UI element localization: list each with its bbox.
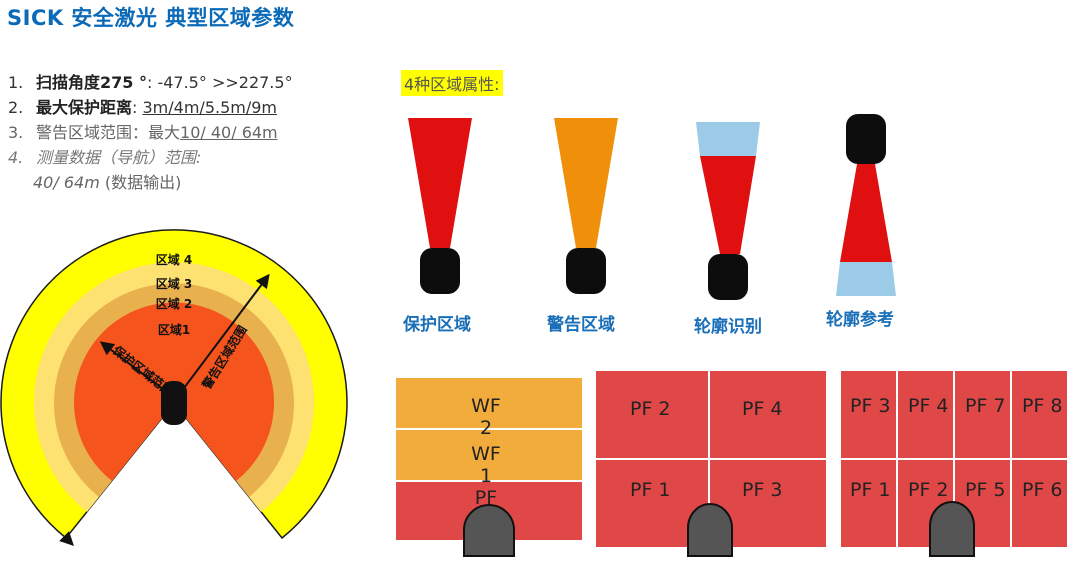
field-label-pf5: PF 5: [965, 479, 1006, 501]
field-label-pf2: PF 2: [630, 398, 671, 420]
scanner-field-fan: 区域 4 区域 3 区域 2 区域1 保护区域范围 警告区域范围: [0, 229, 348, 546]
field-label-pf4: PF 4: [908, 395, 949, 417]
field-wf2: [396, 378, 582, 428]
zone-type-contour-label: 轮廓识别: [694, 317, 762, 337]
spec-number: 4.: [8, 148, 24, 167]
field-label-pf1: PF 1: [630, 479, 671, 501]
field-pf8: [1012, 371, 1067, 458]
spec-measure-range: 4. 测量数据（导航）范围:: [8, 145, 293, 170]
reference-beam-bottom: [836, 262, 896, 296]
field-pf1: [841, 460, 896, 547]
vehicle-icon: [463, 504, 515, 557]
field-pf6: [1012, 460, 1067, 547]
spec-scan-angle: 1. 扫描角度275 °: -47.5° >>227.5°: [8, 70, 293, 95]
spec-value: 40/ 64m: [33, 173, 100, 192]
arrow-protect-range: [99, 341, 169, 394]
field-group-2: PF 2 PF 4 PF 1 PF 3: [596, 371, 826, 557]
field-pf4: [710, 371, 826, 458]
arrow-zone4-arc: [59, 531, 74, 546]
contour-beam: [700, 156, 756, 254]
field-pf4: [898, 371, 953, 458]
fan-label-zone2: 区域 2: [156, 296, 193, 311]
field-label-pf8: PF 8: [1022, 395, 1063, 417]
spec-label: 警告区域范围：最大: [36, 123, 181, 142]
spec-number: 1.: [8, 73, 24, 92]
field-label-pf: PF: [475, 487, 497, 509]
field-label-pf7: PF 7: [965, 395, 1006, 417]
zone-type-contour: [696, 122, 760, 300]
field-label-pf3: PF 3: [742, 479, 783, 501]
scanner-icon: [708, 254, 748, 300]
field-label-wf1: 1: [480, 465, 492, 487]
spec-max-protect-distance: 2. 最大保护距离: 3m/4m/5.5m/9m: [8, 95, 293, 120]
zone-type-warn-label: 警告区域: [547, 315, 615, 335]
vehicle-icon: [687, 503, 733, 557]
spec-label: 扫描角度275 °: [36, 73, 147, 92]
protect-beam: [408, 118, 472, 248]
vehicle-icon: [929, 501, 975, 557]
fan-label-zone1: 区域1: [158, 322, 190, 337]
spec-number: 3.: [8, 123, 24, 142]
spec-label: 测量数据（导航）范围:: [36, 148, 202, 167]
spec-warn-range: 3. 警告区域范围：最大10/ 40/ 64m: [8, 120, 293, 145]
field-label-pf3: PF 3: [850, 395, 891, 417]
page-title: SICK 安全激光 典型区域参数: [7, 6, 295, 30]
field-pf2: [596, 371, 708, 458]
field-label-wf2: WF: [471, 395, 501, 417]
spec-measure-range-value: 40/ 64m (数据输出): [8, 170, 293, 195]
zone-type-protect: [408, 118, 472, 294]
spec-value: 10/ 40/ 64m: [180, 123, 278, 142]
spec-value: : -47.5° >>227.5°: [146, 73, 293, 92]
warn-beam: [554, 118, 618, 248]
fan-label-zone4: 区域 4: [156, 252, 193, 267]
field-wf1: [396, 430, 582, 480]
spec-value: 3m/4m/5.5m/9m: [142, 98, 278, 117]
scanner-icon: [566, 248, 606, 294]
zone-type-protect-label: 保护区域: [403, 315, 471, 335]
zone-type-reference-label: 轮廓参考: [826, 310, 894, 330]
scanner-icon: [420, 248, 460, 294]
scanner-icon: [161, 381, 187, 425]
reference-beam: [840, 164, 892, 262]
spec-separator: :: [132, 98, 138, 117]
arrow-warn-range: [177, 273, 270, 397]
field-label-wf1: WF: [471, 443, 501, 465]
zone-attributes-heading: 4种区域属性:: [401, 70, 503, 96]
scanner-icon: [846, 114, 886, 164]
field-pf7: [955, 371, 1010, 458]
field-group-3: PF 3 PF 4 PF 7 PF 8 PF 1 PF 2 PF 5 PF 6: [841, 371, 1067, 557]
spec-number: 2.: [8, 98, 24, 117]
field-label-pf6: PF 6: [1022, 479, 1063, 501]
field-label-pf4: PF 4: [742, 398, 783, 420]
field-pf3: [841, 371, 896, 458]
spec-list: 1. 扫描角度275 °: -47.5° >>227.5° 2. 最大保护距离: 3…: [8, 70, 293, 195]
zone-type-warn: [554, 118, 618, 294]
fan-label-zone3: 区域 3: [156, 276, 193, 291]
field-label-pf1: PF 1: [850, 479, 891, 501]
field-label-pf2: PF 2: [908, 479, 949, 501]
contour-beam-top: [696, 122, 760, 156]
spec-suffix: (数据输出): [104, 173, 182, 192]
spec-label: 最大保护距离: [36, 98, 133, 117]
field-label-wf2: 2: [480, 417, 492, 439]
zone-type-reference: [836, 114, 896, 296]
